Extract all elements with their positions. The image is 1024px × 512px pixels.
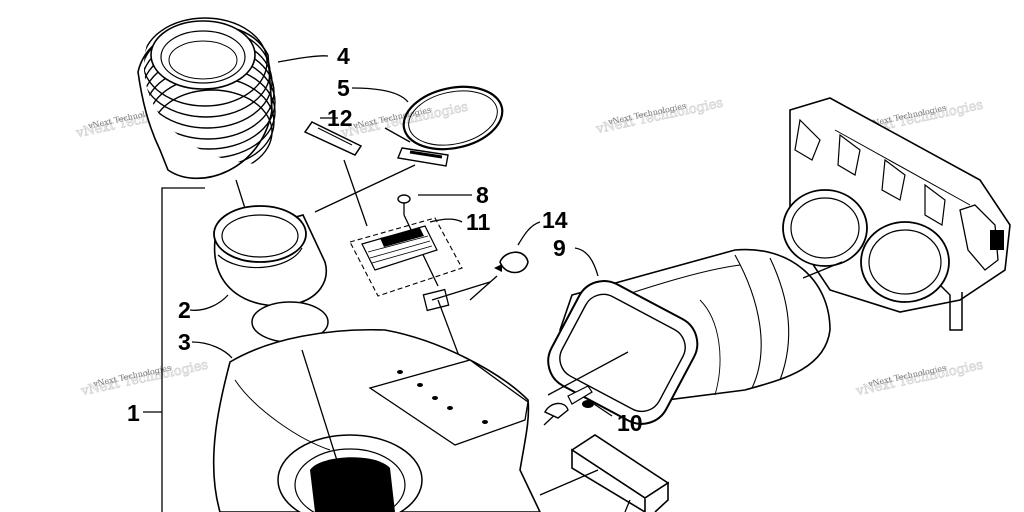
callout-4: 4 [337,43,350,69]
watermark-8: vNext Technologies vNext Technologies [854,357,985,400]
callout-9: 9 [553,235,566,261]
part-4-blower-boot [137,17,276,263]
part-12-decal [303,121,368,227]
callout-14: 14 [542,207,568,233]
part-14-clip [469,251,529,301]
watermark-3: vNext Technologies vNext Technologies [594,95,725,138]
foam-block [539,434,670,512]
part-9-intake-duct [547,248,831,425]
callout-8: 8 [476,182,489,208]
callout-5: 5 [337,75,350,101]
part-10-fastener [544,385,613,419]
leader-lines [189,55,599,359]
callout-10: 10 [617,410,643,436]
part-5-clamp [314,85,504,213]
watermark-5: vNext Technologies vNext Technologies [79,357,210,400]
callout-12: 12 [327,105,353,131]
callout-3: 3 [178,329,191,355]
callout-1: 1 [127,400,140,426]
assembly-bracket [143,187,205,512]
part-3-airbox [212,281,561,512]
callout-2: 2 [178,297,191,323]
part-2-adapter [213,205,329,343]
throttle-bodies [782,97,1011,331]
callout-11: 11 [466,209,491,235]
callouts: 1 2 3 4 5 8 9 10 11 12 14 [127,43,643,436]
